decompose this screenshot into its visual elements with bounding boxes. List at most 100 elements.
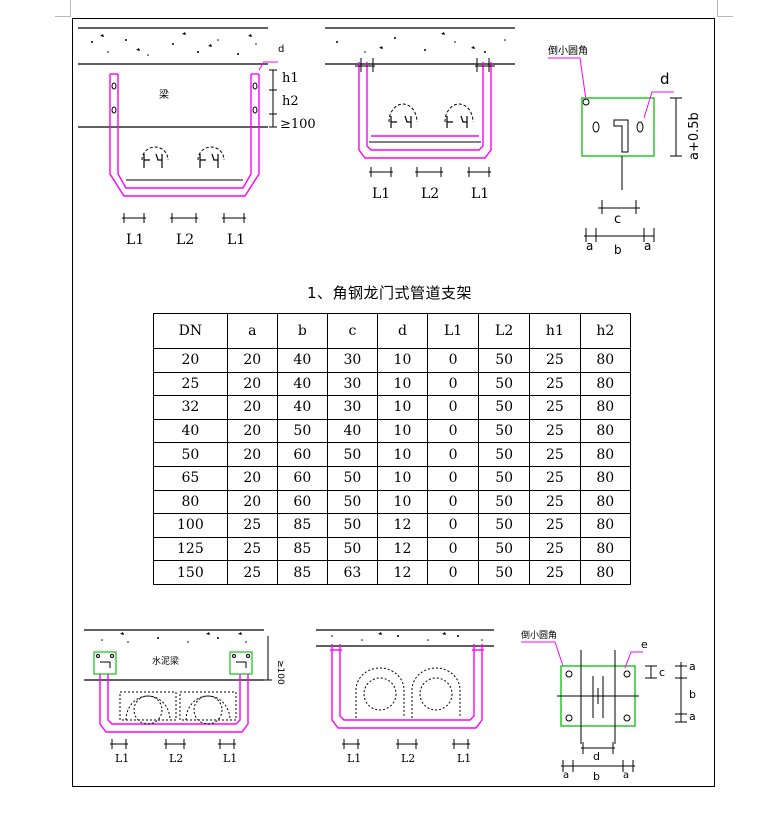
table-cell: 10 bbox=[376, 465, 429, 491]
concrete-hatch bbox=[91, 32, 257, 56]
table-cell: 0 bbox=[426, 418, 480, 444]
label-L1-left: L1 bbox=[347, 752, 361, 765]
table-cell: 0 bbox=[426, 489, 480, 515]
column-header: b bbox=[276, 313, 328, 349]
table-cell: 25 bbox=[529, 560, 581, 585]
table-cell: 30 bbox=[326, 371, 378, 397]
label-cement-beam: 水泥梁 bbox=[152, 655, 179, 667]
table-cell: 25 bbox=[529, 395, 581, 420]
table-cell: 80 bbox=[579, 418, 632, 444]
table-cell: 10 bbox=[376, 348, 429, 373]
label-L1-right: L1 bbox=[457, 752, 471, 765]
table-cell: 0 bbox=[426, 371, 480, 397]
table-cell: 50 bbox=[326, 442, 378, 467]
table-cell: 0 bbox=[426, 513, 480, 538]
angle-plate bbox=[581, 97, 655, 157]
label-a-left: a bbox=[563, 770, 569, 781]
table-cell: 63 bbox=[326, 560, 378, 585]
gantry-support bbox=[109, 73, 260, 197]
table-cell: 20 bbox=[226, 348, 278, 373]
table-cell: 0 bbox=[426, 536, 480, 562]
bottom-left-support-drawing: 水泥梁 ≥100 L1 L2 L1 bbox=[82, 622, 292, 768]
table-cell: 85 bbox=[276, 560, 328, 585]
label-a-bottom: a bbox=[689, 710, 696, 723]
label-round-corner: 倒小圆角 bbox=[521, 629, 557, 641]
table-cell: 80 bbox=[579, 489, 632, 515]
label-round-corner: 倒小圆角 bbox=[548, 45, 588, 57]
table-cell: 150 bbox=[153, 560, 228, 585]
table-cell: 25 bbox=[529, 348, 581, 373]
label-L2: L2 bbox=[176, 232, 194, 248]
column-header: a bbox=[226, 313, 278, 349]
corner-mark-top-left bbox=[55, 0, 71, 17]
column-header: c bbox=[326, 313, 378, 349]
label-e: e bbox=[641, 638, 648, 651]
label-a-right: a bbox=[623, 770, 629, 781]
label-L2: L2 bbox=[421, 186, 439, 202]
label-L1-right: L1 bbox=[223, 752, 237, 765]
table-cell: 25 bbox=[226, 513, 278, 538]
label-d: d bbox=[278, 44, 284, 55]
table-cell: 10 bbox=[376, 418, 429, 444]
table-cell: 10 bbox=[376, 395, 429, 420]
table-cell: 0 bbox=[426, 395, 480, 420]
table-cell: 65 bbox=[153, 465, 228, 491]
table-cell: 80 bbox=[579, 536, 632, 562]
table-cell: 10 bbox=[376, 442, 429, 467]
top-middle-support-drawing: L1 L2 L1 bbox=[325, 22, 525, 212]
table-cell: 40 bbox=[276, 371, 328, 397]
label-h2: h2 bbox=[282, 94, 299, 109]
label-a-right: a bbox=[644, 239, 651, 253]
table-cell: 10 bbox=[376, 489, 429, 515]
table-cell: 0 bbox=[426, 465, 480, 491]
label-ge-100: ≥100 bbox=[275, 660, 285, 685]
table-cell: 12 bbox=[376, 513, 429, 538]
table-cell: 85 bbox=[276, 536, 328, 562]
table-cell: 20 bbox=[226, 371, 278, 397]
page-frame bbox=[72, 18, 715, 787]
table-cell: 25 bbox=[529, 513, 581, 538]
table-cell: 20 bbox=[226, 418, 278, 444]
table-cell: 80 bbox=[579, 395, 632, 420]
table-cell: 12 bbox=[376, 560, 429, 585]
label-b-vertical: b bbox=[689, 688, 696, 701]
label-a-top: a bbox=[689, 660, 696, 673]
table-cell: 85 bbox=[276, 513, 328, 538]
table-cell: 25 bbox=[529, 442, 581, 467]
table-cell: 30 bbox=[326, 348, 378, 373]
table-cell: 40 bbox=[276, 348, 328, 373]
label-a-left: a bbox=[586, 239, 593, 253]
table-cell: 40 bbox=[276, 395, 328, 420]
table-cell: 50 bbox=[478, 489, 531, 515]
label-b-horizontal: b bbox=[593, 770, 600, 782]
table-cell: 10 bbox=[376, 371, 429, 397]
table-cell: 25 bbox=[529, 418, 581, 444]
column-header: h1 bbox=[529, 313, 581, 349]
label-L2: L2 bbox=[401, 752, 415, 765]
table-cell: 0 bbox=[426, 348, 480, 373]
table-cell: 50 bbox=[326, 465, 378, 491]
label-L1-right: L1 bbox=[227, 232, 245, 248]
label-a-plus-half-b: a+0.5b bbox=[687, 112, 702, 160]
table-cell: 50 bbox=[478, 348, 531, 373]
table-cell: 25 bbox=[153, 371, 228, 397]
table-cell: 50 bbox=[478, 465, 531, 491]
table-cell: 100 bbox=[153, 513, 228, 538]
table-cell: 50 bbox=[276, 418, 328, 444]
table-cell: 20 bbox=[226, 442, 278, 467]
table-cell: 30 bbox=[326, 395, 378, 420]
label-L1-right: L1 bbox=[471, 186, 489, 202]
top-right-angle-detail: 倒小圆角 d a+0.5b c a b a bbox=[540, 40, 712, 258]
table-cell: 50 bbox=[326, 536, 378, 562]
column-header: L2 bbox=[478, 313, 531, 349]
table-cell: 80 bbox=[579, 348, 632, 373]
table-cell: 60 bbox=[276, 465, 328, 491]
